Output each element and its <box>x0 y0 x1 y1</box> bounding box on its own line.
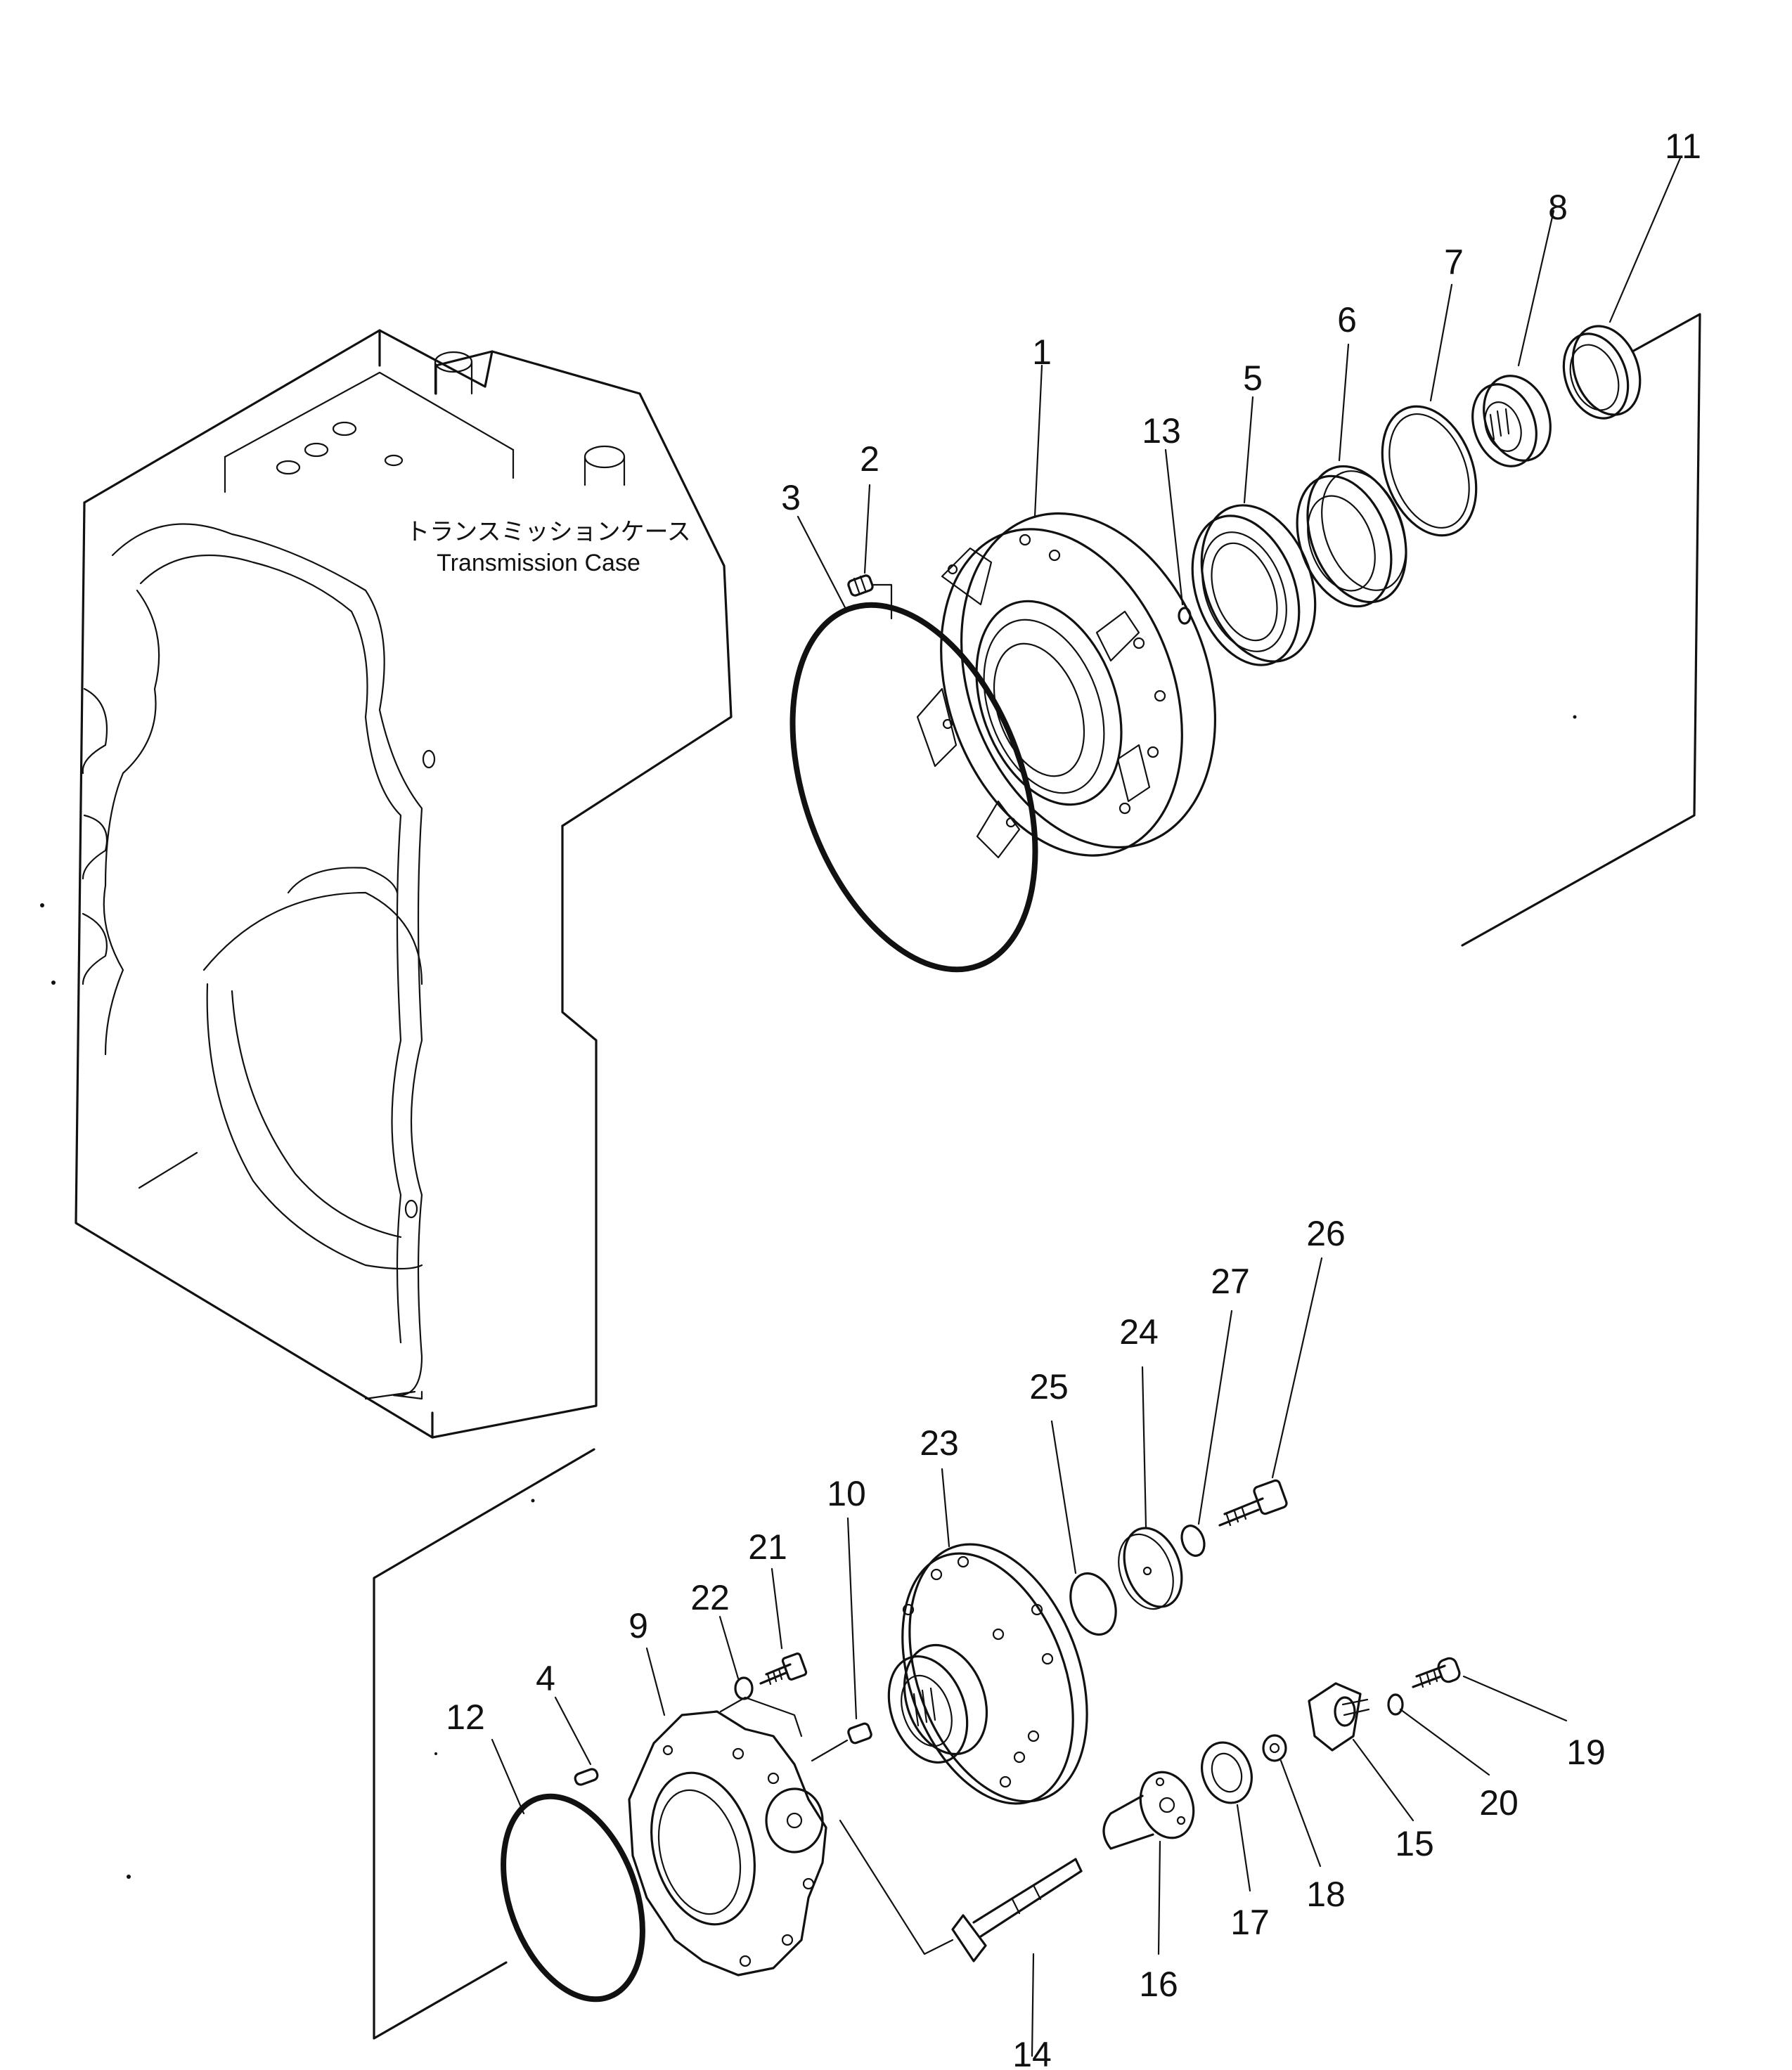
callout-27: 27 <box>1211 1262 1250 1301</box>
o-ring-3 <box>789 602 1038 973</box>
callout-1: 1 <box>1032 332 1052 372</box>
callout-26: 26 <box>1306 1214 1346 1253</box>
seal-carrier-6 <box>1296 465 1407 608</box>
callout-17: 17 <box>1230 1903 1270 1942</box>
o-ring-13 <box>1178 607 1192 625</box>
callout-24: 24 <box>1119 1312 1159 1352</box>
callout-2: 2 <box>860 439 879 479</box>
gasket-17 <box>1201 1741 1253 1804</box>
callout-18: 18 <box>1306 1875 1346 1914</box>
case-label-english: Transmission Case <box>437 550 640 576</box>
washer-27 <box>1180 1525 1206 1557</box>
case-label-japanese: トランスミッションケース <box>406 519 691 545</box>
callout-9: 9 <box>629 1606 648 1645</box>
sensor-housing-16 <box>1102 1771 1195 1850</box>
callout-7: 7 <box>1444 242 1464 282</box>
callout-23: 23 <box>920 1423 959 1463</box>
nut-18 <box>1262 1734 1287 1762</box>
callout-14: 14 <box>1012 2035 1052 2070</box>
bolt-26 <box>1218 1479 1288 1527</box>
flange-cover-23 <box>887 1543 1088 1805</box>
callout-12: 12 <box>446 1697 485 1737</box>
callout-10: 10 <box>827 1474 866 1513</box>
scan-specks <box>40 715 1577 1879</box>
callout-3: 3 <box>781 478 801 517</box>
leader-lines <box>491 157 1682 2057</box>
o-ring-25 <box>1069 1572 1117 1636</box>
lower-assembly-bracket <box>373 1448 595 2040</box>
callout-13: 13 <box>1142 411 1181 451</box>
callout-4: 4 <box>536 1659 555 1698</box>
callout-6: 6 <box>1337 300 1357 339</box>
pump-housing-1 <box>916 512 1216 859</box>
callout-16: 16 <box>1139 1965 1178 2004</box>
transmission-case <box>75 329 733 1439</box>
o-ring-12 <box>501 1793 645 2003</box>
upper-assembly-bracket <box>1461 313 1701 947</box>
washer-20 <box>1387 1693 1404 1716</box>
callout-22: 22 <box>690 1578 730 1617</box>
gear-hub-8 <box>1471 375 1552 467</box>
plug-10 <box>811 1722 872 1762</box>
plug-2 <box>847 574 893 620</box>
callout-15: 15 <box>1395 1824 1434 1863</box>
bolt-19 <box>1412 1657 1461 1688</box>
callout-numbers: 1 2 3 4 5 6 7 8 9 10 11 12 13 14 15 16 1… <box>446 127 1701 2070</box>
pump-body-9 <box>628 1696 827 1977</box>
bolt-21 <box>759 1652 808 1686</box>
needle-bearing-11 <box>1562 325 1642 420</box>
callout-20: 20 <box>1479 1783 1519 1823</box>
callout-21: 21 <box>748 1527 787 1567</box>
callout-8: 8 <box>1548 188 1568 227</box>
callout-19: 19 <box>1566 1733 1606 1772</box>
washer-22 <box>734 1676 754 1700</box>
callout-11: 11 <box>1665 127 1701 166</box>
callout-25: 25 <box>1029 1367 1069 1406</box>
dowel-pin-4 <box>574 1768 599 1786</box>
sensor-15 <box>1308 1682 1370 1752</box>
snap-ring-7 <box>1381 405 1478 537</box>
bearing-5 <box>1191 504 1317 666</box>
callout-5: 5 <box>1243 358 1263 398</box>
washer-plate-24 <box>1118 1527 1183 1610</box>
drive-shaft-14 <box>839 1819 1083 1962</box>
